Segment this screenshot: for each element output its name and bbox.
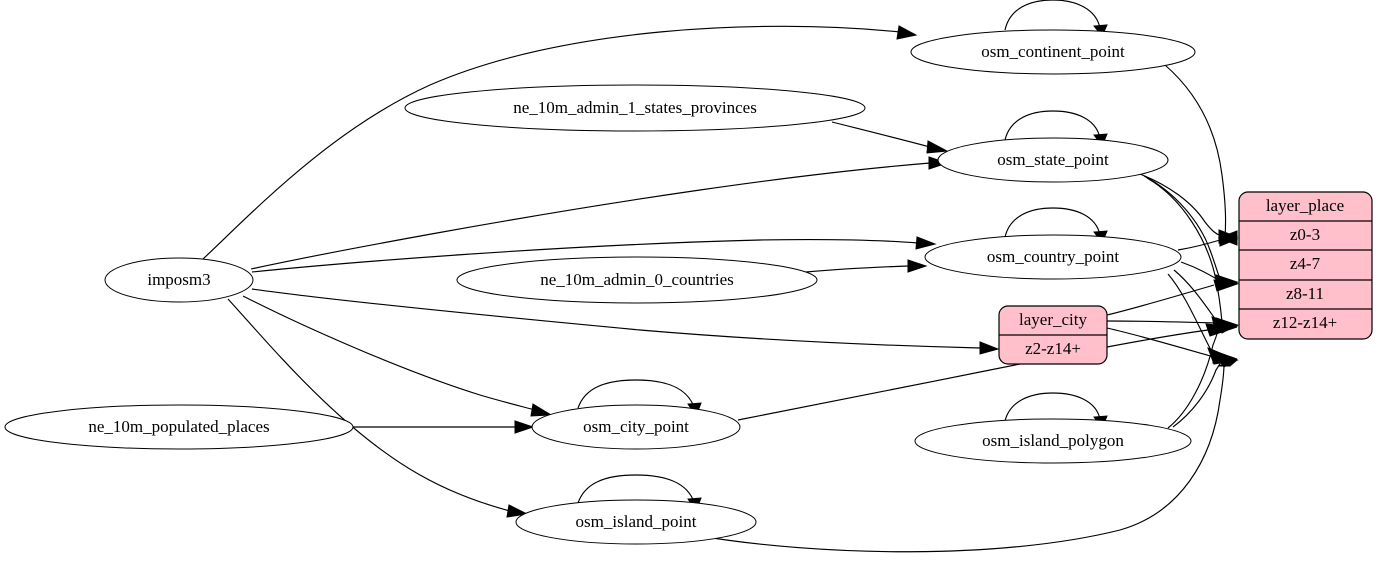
node-label-ne_10m_admin_0_countries: ne_10m_admin_0_countries (540, 270, 734, 289)
record-row-layer_city-z2-z14[interactable]: z2-z14+ (1025, 339, 1081, 358)
edge-imposm3-to-osm_city_point (242, 295, 553, 417)
edge-osm_city_point-to-layer_place (737, 323, 1238, 421)
record-row-layer_place-z12-z14[interactable]: z12-z14+ (1273, 313, 1337, 332)
edge-layer_city-to-layer_place-z4-7 (1106, 279, 1239, 316)
record-layer: layer_city z2-z14+ layer_place z0-3 z4-7… (998, 191, 1373, 365)
node-imposm3[interactable]: imposm3 (104, 257, 254, 303)
record-row-layer_place-z4-7[interactable]: z4-7 (1290, 254, 1321, 273)
record-row-layer_place-z8-11[interactable]: z8-11 (1286, 284, 1324, 303)
node-label-ne_10m_populated_places: ne_10m_populated_places (88, 417, 269, 436)
node-osm_island_polygon[interactable]: osm_island_polygon (914, 418, 1192, 464)
edge-osm_island_polygon-to-layer_place-z8-11 (1167, 323, 1239, 429)
edge-imposm3-to-osm_state_point (250, 156, 949, 270)
node-label-osm_city_point: osm_city_point (583, 417, 689, 436)
edge-ne_10m_admin_1_states_provinces-to-osm_state_point (831, 121, 949, 154)
edge-imposm3-to-osm_island_point (227, 298, 529, 518)
edge-osm_state_point-to-layer_place-z0-3 (1139, 173, 1239, 244)
node-layer: imposm3 ne_10m_populated_places ne_10m_a… (4, 29, 1196, 545)
node-osm_state_point[interactable]: osm_state_point (937, 137, 1169, 183)
edge-ne_10m_populated_places-to-osm_city_point (353, 420, 535, 434)
edge-imposm3-to-osm_continent_point (202, 25, 918, 260)
edge-osm_island_polygon-to-layer_place-z12 (1172, 355, 1239, 428)
node-ne_10m_admin_0_countries[interactable]: ne_10m_admin_0_countries (456, 256, 818, 304)
node-label-osm_state_point: osm_state_point (997, 150, 1109, 169)
edge-osm_island_point-to-layer_place (699, 359, 1238, 553)
node-label-imposm3: imposm3 (147, 270, 210, 289)
node-osm_country_point[interactable]: osm_country_point (924, 234, 1182, 280)
record-header-layer_place: layer_place (1266, 196, 1344, 215)
node-osm_continent_point[interactable]: osm_continent_point (910, 29, 1196, 75)
record-header-layer_city: layer_city (1019, 310, 1087, 329)
edge-imposm3-to-osm_country_point (251, 236, 937, 273)
edge-osm_country_point-to-layer_place-z0-3 (1177, 233, 1239, 251)
record-layer_city[interactable]: layer_city z2-z14+ (998, 305, 1108, 365)
node-label-osm_continent_point: osm_continent_point (981, 42, 1125, 61)
node-label-osm_island_polygon: osm_island_polygon (982, 431, 1124, 450)
node-ne_10m_populated_places[interactable]: ne_10m_populated_places (4, 404, 354, 450)
edge-osm_continent_point-to-layer_place (1164, 64, 1238, 246)
node-label-osm_island_point: osm_island_point (576, 512, 697, 531)
node-osm_island_point[interactable]: osm_island_point (515, 499, 757, 545)
edge-layer (202, 0, 1239, 553)
record-layer_place[interactable]: layer_place z0-3 z4-7 z8-11 z12-z14+ (1238, 191, 1373, 340)
node-label-ne_10m_admin_1_states_provinces: ne_10m_admin_1_states_provinces (513, 98, 757, 117)
edge-ne_10m_admin_0_countries-to-osm_country_point (805, 259, 928, 273)
record-row-layer_place-z0-3[interactable]: z0-3 (1290, 225, 1320, 244)
node-ne_10m_admin_1_states_provinces[interactable]: ne_10m_admin_1_states_provinces (404, 84, 866, 132)
node-osm_city_point[interactable]: osm_city_point (531, 404, 741, 450)
edge-imposm3-to-layer_city (251, 288, 1000, 355)
node-label-osm_country_point: osm_country_point (987, 247, 1119, 266)
